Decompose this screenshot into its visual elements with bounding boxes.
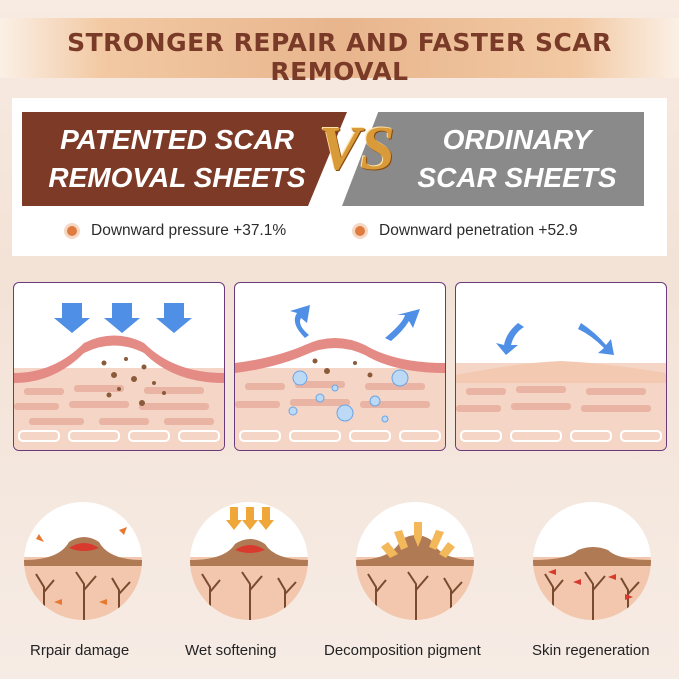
down-arrow-icon [104, 303, 140, 333]
skin-layers-illustration [14, 303, 224, 450]
title-banner [0, 18, 679, 78]
patented-sheets-label: PATENTED SCAR REMOVAL SHEETS [32, 121, 322, 197]
patented-line2: REMOVAL SHEETS [48, 162, 306, 193]
bullet-dot-icon [355, 225, 365, 236]
curved-arrow-icon [290, 305, 310, 338]
stat-pressure-text: Downward pressure +37.1% [91, 222, 287, 239]
skin-diagram-ordinary [455, 282, 667, 451]
caption-softening: Wet softening [185, 642, 277, 659]
stage-regeneration-image [533, 502, 651, 620]
ordinary-sheets-box [342, 112, 644, 206]
down-arrow-icon [156, 303, 192, 333]
vs-logo: VS [319, 115, 395, 183]
ordinary-line2: SCAR SHEETS [417, 162, 617, 193]
caption-regeneration: Skin regeneration [532, 642, 650, 659]
banner-title: STRONGER REPAIR AND FASTER SCAR REMOVAL [67, 28, 612, 86]
caption-decomposition: Decomposition pigment [324, 642, 481, 659]
skin-diagram-pressure [13, 282, 225, 451]
repair-illustration [24, 527, 142, 620]
stage-decomposition-image [356, 502, 474, 620]
patented-line1: PATENTED SCAR [60, 124, 294, 155]
stat-penetration: Downward penetration +52.9 [355, 222, 578, 240]
curved-arrow-icon [385, 309, 420, 341]
curved-arrow-icon [578, 323, 614, 355]
skin-diagram-penetration [234, 282, 446, 451]
bullet-dot-icon [67, 225, 77, 236]
stat-penetration-text: Downward penetration +52.9 [379, 222, 578, 239]
stage-softening-image [190, 502, 308, 620]
skin-layers-illustration [456, 323, 666, 450]
ordinary-line1: ORDINARY [442, 124, 592, 155]
softening-illustration [190, 507, 308, 620]
comparison-panel: PATENTED SCAR REMOVAL SHEETS ORDINARY SC… [12, 98, 667, 256]
skin-layers-illustration [235, 305, 445, 450]
ordinary-sheets-label: ORDINARY SCAR SHEETS [397, 121, 637, 197]
curved-arrow-icon [496, 323, 524, 355]
regeneration-illustration [533, 547, 651, 620]
stat-pressure: Downward pressure +37.1% [67, 222, 286, 240]
down-arrow-icon [54, 303, 90, 333]
patented-sheets-box [22, 112, 347, 206]
decomposition-illustration [356, 522, 474, 620]
caption-repair: Rrpair damage [30, 642, 130, 659]
stage-repair-image [24, 502, 142, 620]
